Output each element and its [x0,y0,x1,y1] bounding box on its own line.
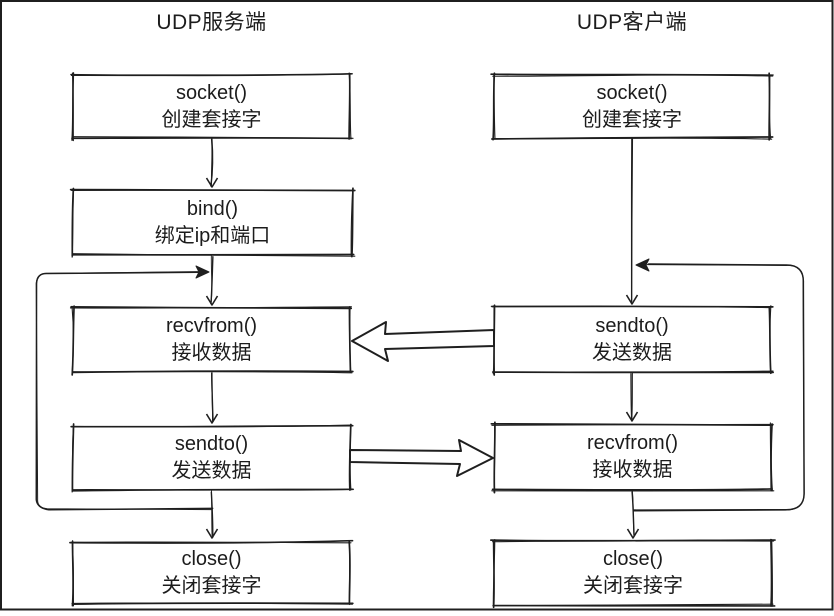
node-description-label: 关闭套接字 [583,575,683,597]
outline-server-socket [70,72,354,142]
node-function-label: recvfrom() [586,432,679,454]
arrow-client-socket-to-sendto [625,137,639,305]
client-send-loop-arrow [632,258,805,512]
arrow-server-sendto-to-close [205,490,219,539]
outline-server-sendto [70,423,354,493]
outline-client-recvfrom [490,421,775,494]
node-function-label: recvfrom() [165,315,258,337]
node-description-label: 发送数据 [592,341,672,364]
node-client-socket: socket() 创建套接字 [494,75,770,138]
node-description-label: 创建套接字 [582,108,682,131]
node-description-label: 接收数据 [171,342,252,364]
node-function-label: close() [602,548,663,570]
node-server-socket: socket() 创建套接字 [73,75,350,138]
outline-server-recvfrom [69,305,354,376]
arrow-client-recvfrom-to-close [626,489,640,539]
arrow-client-sendto-to-recvfrom [625,372,639,422]
outline-client-socket [490,72,774,141]
server-receive-loop-arrow [35,265,214,511]
node-function-label: socket() [175,81,248,104]
node-server-recvfrom: recvfrom() 接收数据 [73,308,350,372]
node-description-label: 关闭套接字 [161,574,262,597]
arrow-server-bind-to-recvfrom [205,255,219,306]
outline-server-bind [69,187,356,258]
node-server-sendto: sendto() 发送数据 [73,426,350,490]
node-function-label: close() [181,547,242,570]
outline-client-close [489,538,776,609]
server-column-title: UDP服务端 [156,11,267,34]
node-server-close: close() 关闭套接字 [73,542,350,603]
node-description-label: 绑定ip和端口 [154,224,271,247]
node-function-label: bind() [186,197,239,220]
node-client-close: close() 关闭套接字 [494,541,772,605]
arrow-server-recvfrom-to-sendto [205,372,219,424]
node-function-label: sendto() [174,433,249,455]
node-server-bind: bind() 绑定ip和端口 [73,190,352,255]
node-client-sendto: sendto() 发送数据 [494,307,770,372]
node-function-label: socket() [596,81,668,104]
outline-client-sendto [490,304,775,376]
node-client-recvfrom: recvfrom() 接收数据 [494,424,771,490]
arrow-client-sendto-to-server-recvfrom [351,321,495,362]
node-description-label: 接收数据 [592,459,673,481]
outline-server-close [69,539,354,607]
arrow-server-socket-to-bind [205,137,219,188]
client-column-title: UDP客户端 [576,11,688,34]
node-description-label: 发送数据 [171,460,252,482]
node-function-label: sendto() [595,314,669,337]
arrow-server-sendto-to-client-recvfrom [349,439,494,477]
node-description-label: 创建套接字 [161,108,262,131]
